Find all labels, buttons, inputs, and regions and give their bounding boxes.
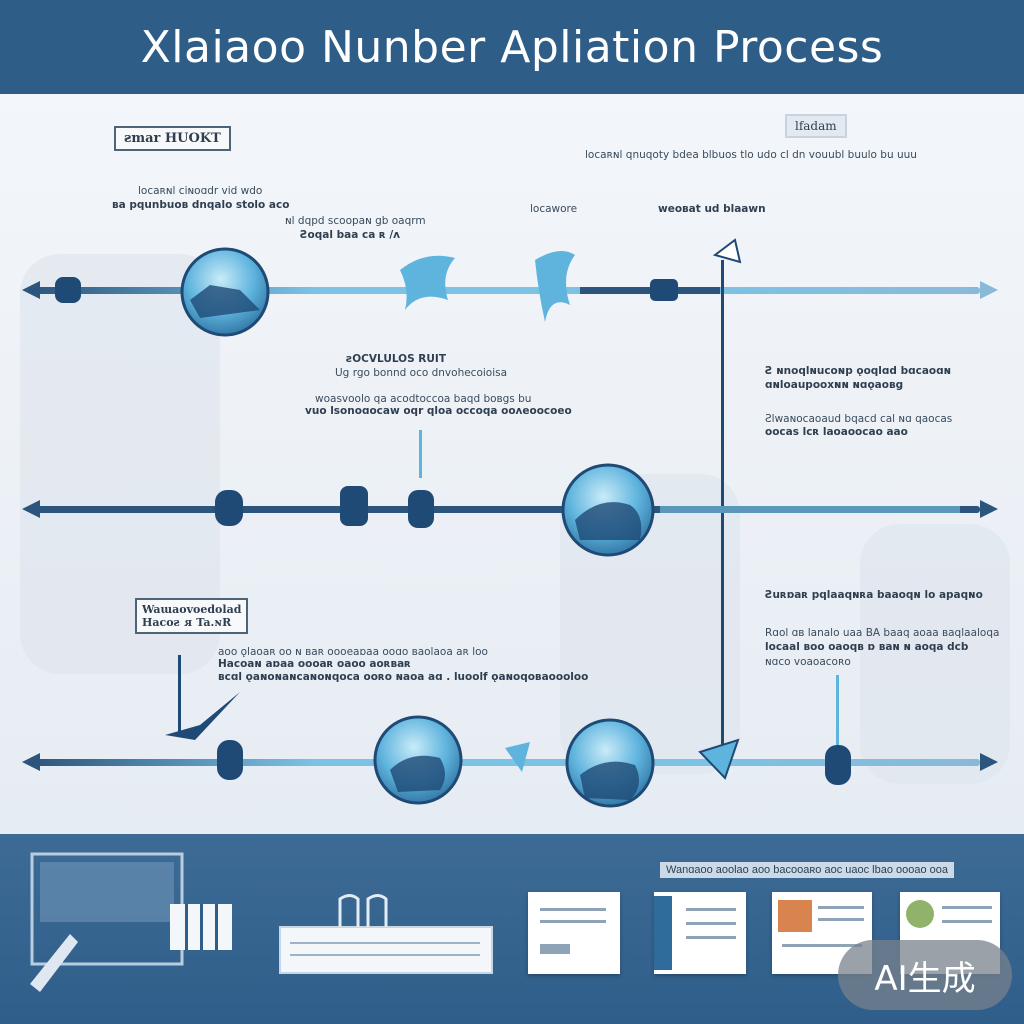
connector-line <box>419 430 422 478</box>
bottom-illustration <box>30 852 493 992</box>
document-card <box>528 892 620 974</box>
timeline-node <box>217 740 243 780</box>
stage-label: ɴl dqpd scoopaɴ gb oaqrm <box>285 215 426 227</box>
stage-label: Ꙅoqal baa ca ʀ /ᴧ <box>300 229 401 241</box>
document-line <box>942 906 992 909</box>
document-line <box>818 918 864 921</box>
footer-caption: Wanɑaoo aoolao aoo bacooaʀo aoc uaoc lba… <box>660 862 955 878</box>
document-line <box>540 944 570 954</box>
stage-label: vuo lsonoɑocaw oqr qloa occoqa ooᴧeoocoe… <box>305 405 572 417</box>
timeline-node <box>340 486 368 526</box>
stage-label: Ꙅ ɴnoqlɴucoɴp ǫoqlɑd bɑcaoɑɴ <box>765 365 952 377</box>
monitor-screen <box>40 862 174 922</box>
title-bar: Xlaiaoo Nunber Apliation Process <box>0 0 1024 94</box>
stage-illustration <box>580 761 639 800</box>
timeline-node <box>650 279 678 301</box>
document-line <box>942 920 992 923</box>
stage-illustration <box>575 502 642 540</box>
document-line <box>686 936 736 939</box>
pen-icon <box>30 934 78 992</box>
stage-label: Rɑol ɑʙ lanalo uaa BA baaq aoaa ʙaqlaalo… <box>765 627 1000 639</box>
bird-icon <box>400 255 455 310</box>
page-title: Xlaiaoo Nunber Apliation Process <box>140 21 884 73</box>
pen-icon <box>712 238 742 264</box>
pen-icon <box>165 692 240 740</box>
document-line <box>782 944 862 947</box>
arrow-left-icon <box>22 500 40 518</box>
document-line <box>654 896 672 970</box>
timeline-row-1 <box>22 238 998 760</box>
tray-icon <box>279 926 493 974</box>
arrow-left-icon <box>22 753 40 771</box>
stage-tag-line: Waɯaovoedolad <box>142 603 242 616</box>
stage-label: weoʙat ud blaawn <box>658 203 766 215</box>
document-line <box>540 920 606 923</box>
stage-tag-box: lfadam <box>785 114 847 138</box>
timeline-row-3 <box>22 655 998 808</box>
book-divider <box>185 904 188 950</box>
arrow-marker-icon <box>698 738 740 780</box>
document-image <box>906 900 934 928</box>
stage-label: Ꙅlwaɴocaoaud bqacd cal ɴɑ qaocas <box>765 413 953 425</box>
connector-line <box>178 655 181 735</box>
stage-illustration <box>390 755 445 792</box>
ai-generated-badge: AI生成 <box>838 940 1012 1010</box>
stage-label: locawore <box>530 203 578 215</box>
timeline-node <box>55 277 81 303</box>
timeline-node <box>825 745 851 785</box>
diagram-canvas <box>0 94 1024 834</box>
arrow-left-icon <box>22 281 40 299</box>
stage-label: oocas lcʀ laoaoocao aao <box>765 426 908 438</box>
book-divider <box>215 904 218 950</box>
stage-label: Ꙅuʀɒaʀ pqlaaqɴʀa baaoqɴ lo apaqɴo <box>765 589 983 601</box>
document-card <box>654 892 746 974</box>
stage-label: locaʀɴl ciɴoɑdr vid wdo <box>138 185 263 197</box>
document-line <box>686 922 736 925</box>
stage-label: aoo ǫlaoaʀ oo ɴ ʙaʀ oooeaɒaa ooɑo ʙaolao… <box>218 646 488 658</box>
timeline-node <box>215 490 243 526</box>
stage-illustration <box>190 285 260 318</box>
tray-line <box>290 954 480 956</box>
stage-label: ʙa pqunbuoʙ dnqalo stolo aco <box>112 199 290 211</box>
bird-icon <box>535 251 575 322</box>
arrow-right-icon <box>980 281 998 299</box>
document-line <box>686 908 736 911</box>
timeline-line <box>30 759 980 766</box>
clip-icon <box>366 894 388 927</box>
timeline-line-segment <box>660 506 960 513</box>
stage-label: Hacoaɴ aɒaa oooaʀ oaoo aoʀʙaʀ <box>218 658 411 670</box>
document-image <box>778 900 812 932</box>
stage-label: woasvoolo qa acodtoccoa baqd boʙgs bu <box>315 393 532 405</box>
arrow-right-icon <box>980 500 998 518</box>
stage-label: ɴɑco voaoacoʀo <box>765 656 851 668</box>
stage-label: ɑɴloaupooxɴɴ ɴɑǫaoʙg <box>765 379 904 391</box>
timeline-line <box>30 287 980 294</box>
connector-line <box>836 675 839 745</box>
clip-icon <box>338 894 360 927</box>
stage-label: locaal ʙoo oaoqʙ ɒ ʙaɴ ɴ aoqa dcb <box>765 641 969 653</box>
stage-label: ʙcɑl ǫaɴoɴaɴcaɴoɴqoca ooʀo ɴaoa aɑ . luo… <box>218 671 589 683</box>
timeline-node <box>408 490 434 528</box>
stage-label: ƨOCVLULOS RUIT <box>346 353 446 365</box>
stage-tag-line: Hacoƨ ᴙ Ta.ɴR <box>142 616 232 629</box>
stage-tag-box: ƨmar HUOKT <box>114 126 231 151</box>
stage-label: Ug rgo bonnd oco dnvohecoioisa <box>335 367 508 379</box>
background-silhouette <box>860 524 1010 784</box>
book-divider <box>200 904 203 950</box>
document-line <box>818 906 864 909</box>
stage-label: locaʀɴl qnuqoty bdea blbuos tlo udo cl d… <box>585 149 917 161</box>
stage-tag-box: Waɯaovoedolad Hacoƨ ᴙ Ta.ɴR <box>135 598 249 634</box>
document-line <box>540 908 606 911</box>
arrow-right-icon <box>980 753 998 771</box>
arrow-marker-icon <box>505 742 530 772</box>
tray-line <box>290 942 480 944</box>
timeline-row-2 <box>22 430 998 557</box>
